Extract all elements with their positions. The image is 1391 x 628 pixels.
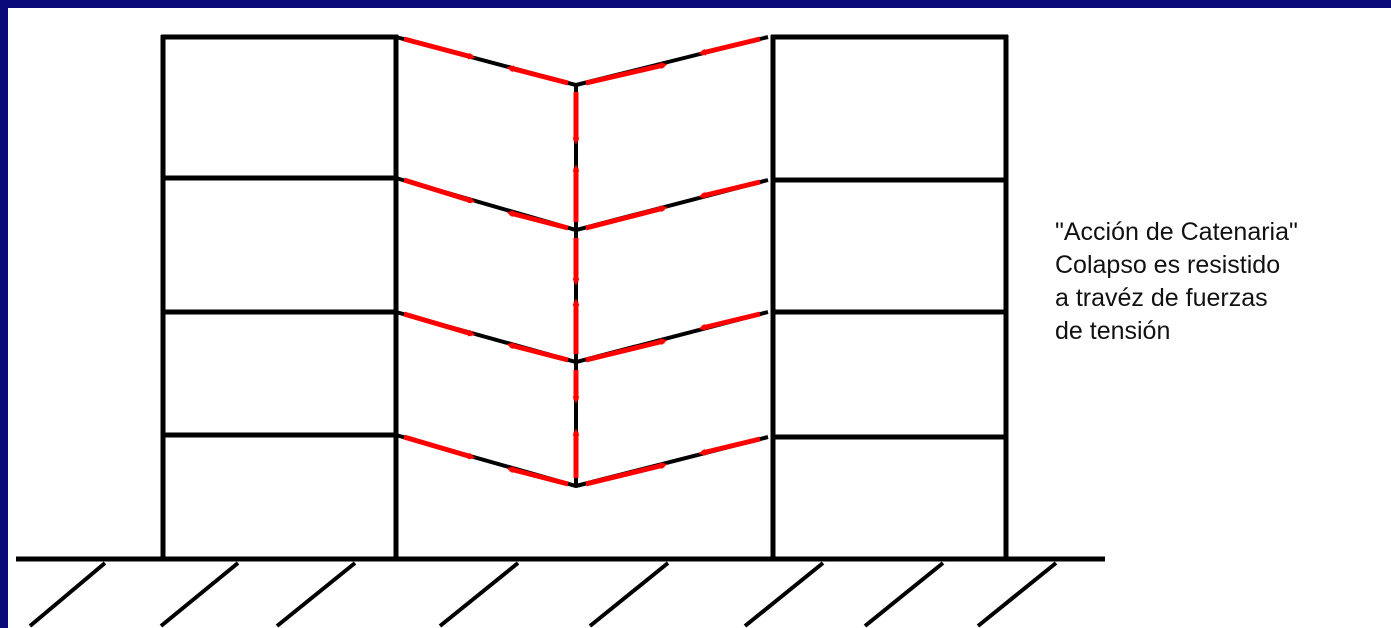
slide-canvas: "Acción de Catenaria" Colapso es resisti… <box>8 8 1391 628</box>
tension-arrow <box>506 466 569 487</box>
ground-hatching <box>28 561 1058 628</box>
sagging-beam-level-3 <box>395 310 769 365</box>
tension-forces <box>403 36 761 487</box>
tension-arrow <box>698 311 761 331</box>
tension-arrow <box>403 434 476 460</box>
sagging-beam-level-1 <box>395 35 769 88</box>
tension-arrow <box>403 311 476 337</box>
left-building <box>160 34 399 559</box>
right-building <box>770 34 1009 559</box>
tension-arrow <box>585 462 668 487</box>
tension-arrow <box>506 210 569 231</box>
caption-line: Colapso es resistido <box>1055 251 1281 279</box>
tension-arrow <box>403 36 476 60</box>
ground <box>16 556 1105 628</box>
tension-arrow <box>585 205 668 231</box>
sagging-beam-level-2 <box>395 176 769 233</box>
catenary-action-diagram <box>16 34 1105 628</box>
tension-arrow <box>506 342 569 363</box>
tension-arrow <box>698 179 761 199</box>
tension-arrow <box>585 338 668 363</box>
catenary-caption: "Acción de Catenaria" Colapso es resisti… <box>1055 216 1391 348</box>
tension-arrow <box>698 436 761 456</box>
caption-line: de tensión <box>1055 317 1171 345</box>
sagging-beams <box>395 35 769 489</box>
caption-line: a travéz de fuerzas <box>1055 284 1268 312</box>
caption-line: "Acción de Catenaria" <box>1055 218 1298 246</box>
tension-arrow <box>585 62 668 86</box>
sagging-beam-level-4 <box>395 433 769 489</box>
tension-arrow <box>403 177 476 204</box>
tension-arrow <box>506 65 569 86</box>
tension-arrow <box>698 36 761 56</box>
